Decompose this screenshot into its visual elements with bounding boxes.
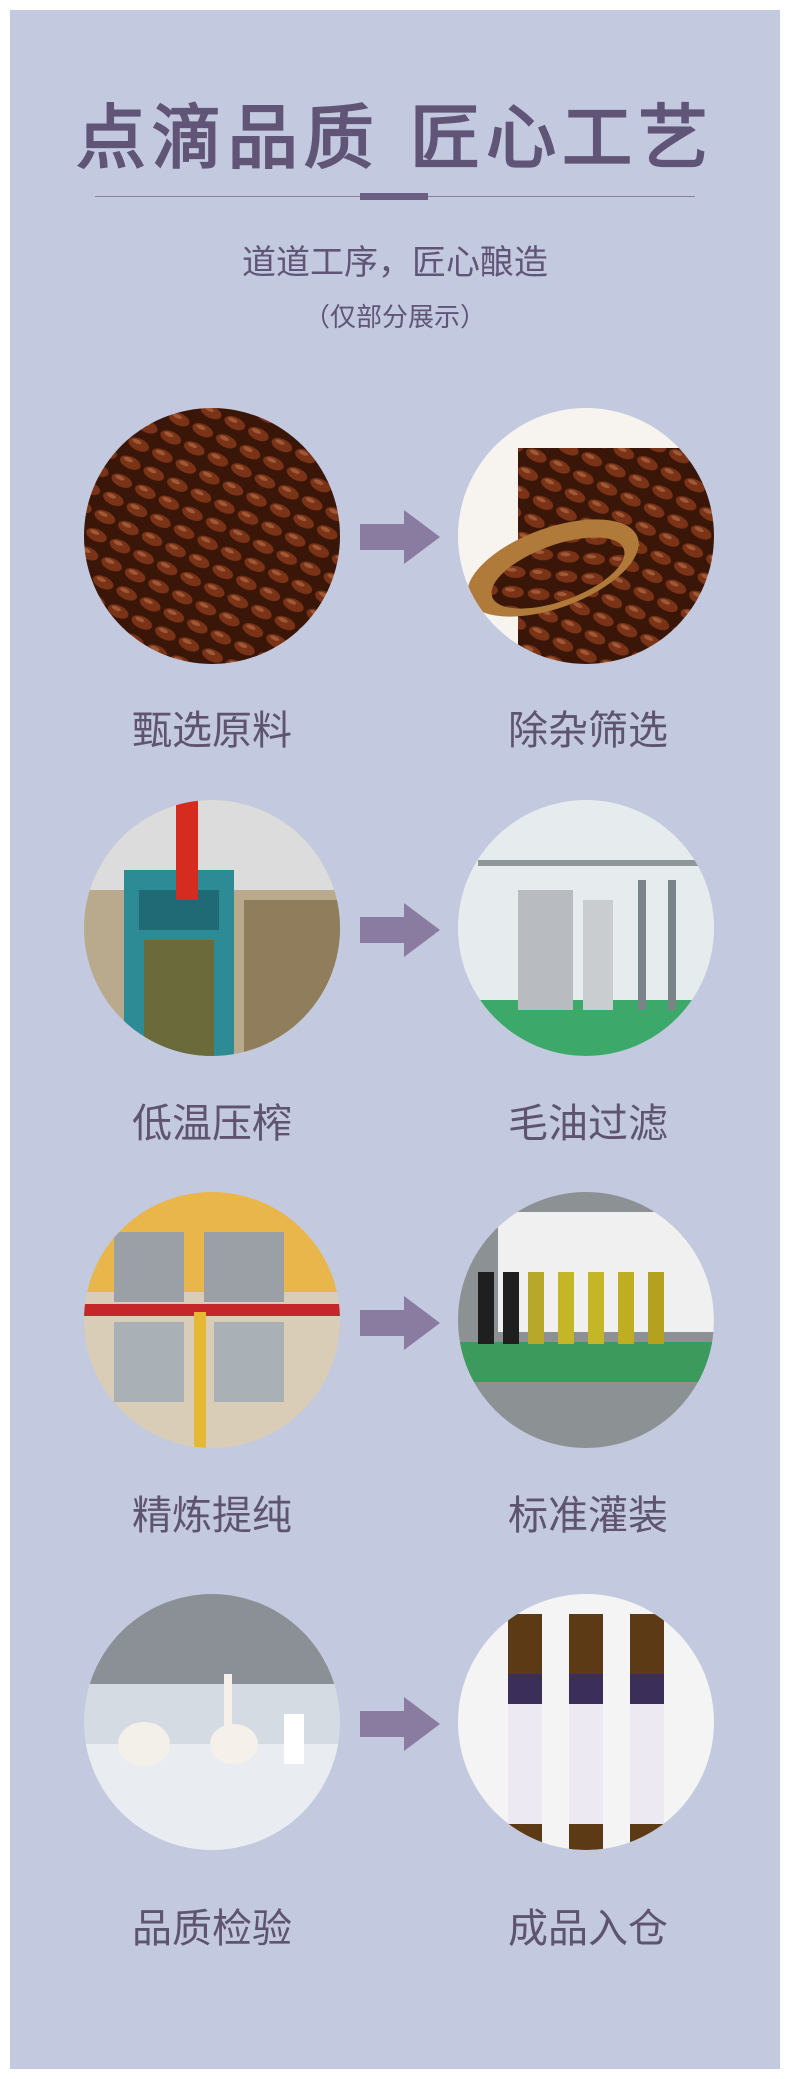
step-label: 品质检验	[132, 1906, 292, 1952]
page-subtitle: 道道工序，匠心酿造	[242, 243, 548, 283]
arrow-icon	[360, 510, 440, 564]
arrow-icon	[360, 1296, 440, 1350]
bottling-line-photo	[458, 1192, 714, 1448]
flax-seeds-photo	[84, 408, 340, 664]
title-divider-accent	[360, 193, 428, 200]
refining-tanks-photo	[84, 1192, 340, 1448]
seeds-on-spoon-photo	[458, 408, 714, 664]
step-label: 甄选原料	[132, 708, 292, 754]
arrow-icon	[360, 1697, 440, 1751]
lab-testing-photo	[84, 1594, 340, 1850]
step-label: 标准灌装	[508, 1493, 668, 1539]
page-title: 点滴品质 匠心工艺	[75, 97, 715, 179]
step-label: 低温压榨	[132, 1101, 292, 1147]
step-label: 除杂筛选	[508, 708, 668, 754]
step-label: 精炼提纯	[132, 1493, 292, 1539]
finished-bottles-photo	[458, 1594, 714, 1850]
filtration-plant-photo	[458, 800, 714, 1056]
step-label: 成品入仓	[508, 1906, 668, 1952]
step-label: 毛油过滤	[508, 1101, 668, 1147]
partial-display-note: （仅部分展示）	[303, 303, 486, 333]
arrow-icon	[360, 903, 440, 957]
oil-press-machine-photo	[84, 800, 340, 1056]
